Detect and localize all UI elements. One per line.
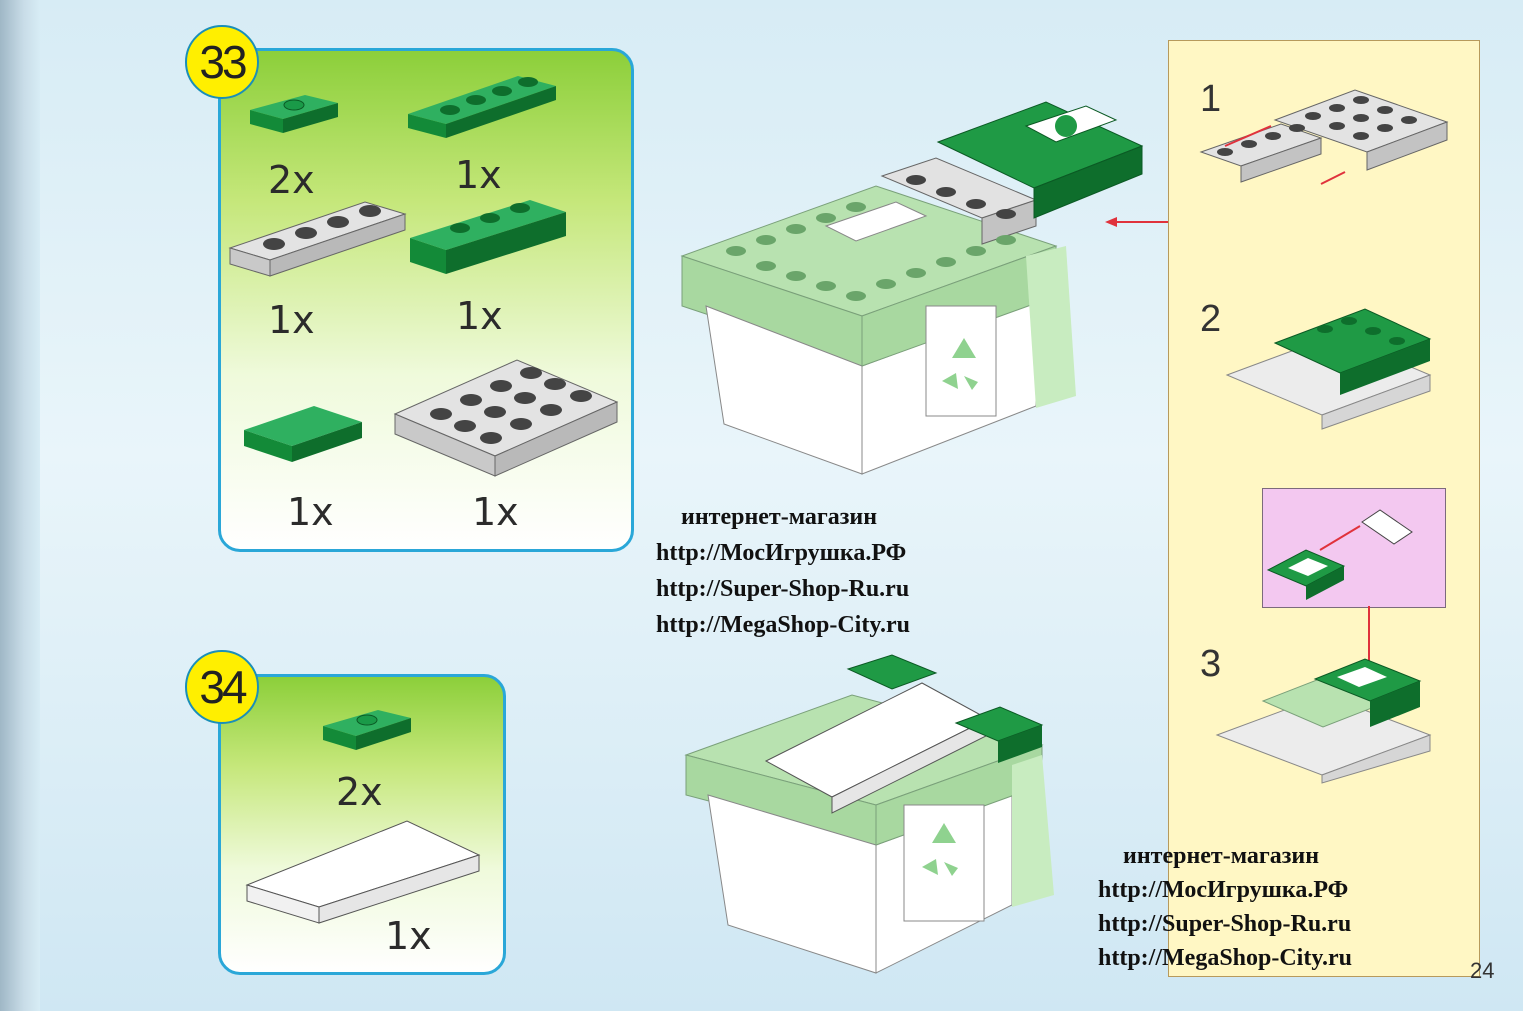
step-33-part-4-qty: 1x [456,294,503,338]
step-33-part-2-qty: 1x [455,153,502,197]
subassembly-step-1-illustration [1199,89,1449,185]
shop-2-link-supershop[interactable]: http://Super-Shop-Ru.ru [1098,911,1352,937]
attach-arrow [1105,217,1171,227]
subassembly-step-3-number: 3 [1200,643,1222,685]
step-33-part-5-qty: 1x [287,490,334,534]
part-green-plate-1x2-b [323,710,411,750]
subassembly-step-3-illustration [1215,658,1432,784]
shop-info-block-2: интернет-магазин http://МосИгрушка.РФ ht… [1098,841,1352,973]
part-green-plate-1x4 [408,76,556,138]
part-white-tile-long [245,820,481,924]
part-green-tile-2x2 [244,406,362,462]
part-green-slope-brick [410,200,566,274]
step-34-badge: 34 [185,650,259,724]
shop-1-link-supershop[interactable]: http://Super-Shop-Ru.ru [656,576,910,602]
step-33-part-6-qty: 1x [472,490,519,534]
part-grey-hinge-plate-4x4 [393,359,619,477]
subassembly-step-1-number: 1 [1200,78,1222,120]
step-34-part-2-qty: 1x [385,914,432,958]
shop-info-block-1: интернет-магазин http://МосИгрушка.РФ ht… [656,502,910,640]
book-spine [0,0,40,1011]
step-34-part-1-qty: 2x [336,770,383,814]
part-green-plate-1x2 [250,95,338,133]
shop-1-label: интернет-магазин [681,504,878,530]
part-grey-hinge-plate-1x4 [228,201,407,277]
step-33-part-3-qty: 1x [268,298,315,342]
shop-2-label: интернет-магазин [1123,843,1320,869]
subassembly-step-2-illustration [1225,308,1432,430]
page-number: 24 [1470,958,1495,983]
sticker-application-box [1262,488,1446,608]
step-33-part-1-qty: 2x [268,158,315,202]
shop-2-link-mosigrushka[interactable]: http://МосИгрушка.РФ [1098,877,1349,903]
shop-1-link-mosigrushka[interactable]: http://МосИгрушка.РФ [656,540,907,566]
shop-1-link-megashop[interactable]: http://MegaShop-City.ru [656,612,911,638]
recycling-container-model-step-34 [684,654,1054,974]
sticker-application-illustration [1266,509,1413,600]
shop-2-link-megashop[interactable]: http://MegaShop-City.ru [1098,945,1353,971]
subassembly-step-2-number: 2 [1200,298,1222,340]
recycling-container-model-step-33 [680,101,1144,475]
step-33-badge: 33 [185,25,259,99]
